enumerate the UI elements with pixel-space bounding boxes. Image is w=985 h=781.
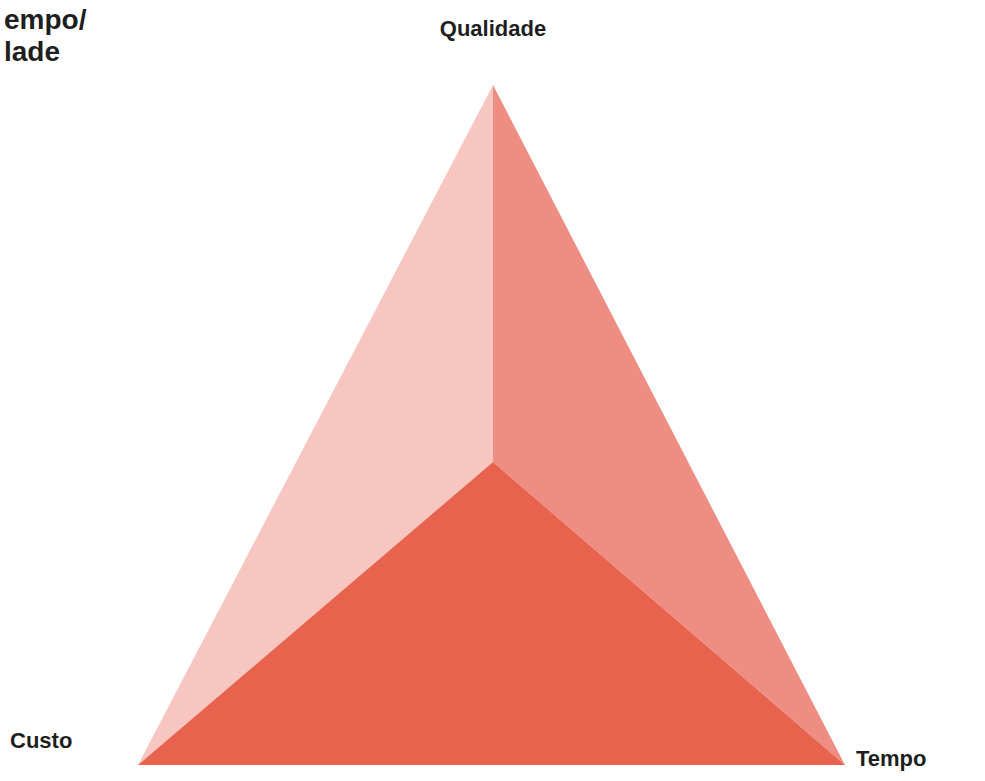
diagram-title: empo/ lade [4,4,114,68]
vertex-label: Tempo [856,746,926,771]
vertex-label: Qualidade [440,16,546,41]
vertex-label: Custo [10,728,72,753]
bottom-face [138,462,845,765]
